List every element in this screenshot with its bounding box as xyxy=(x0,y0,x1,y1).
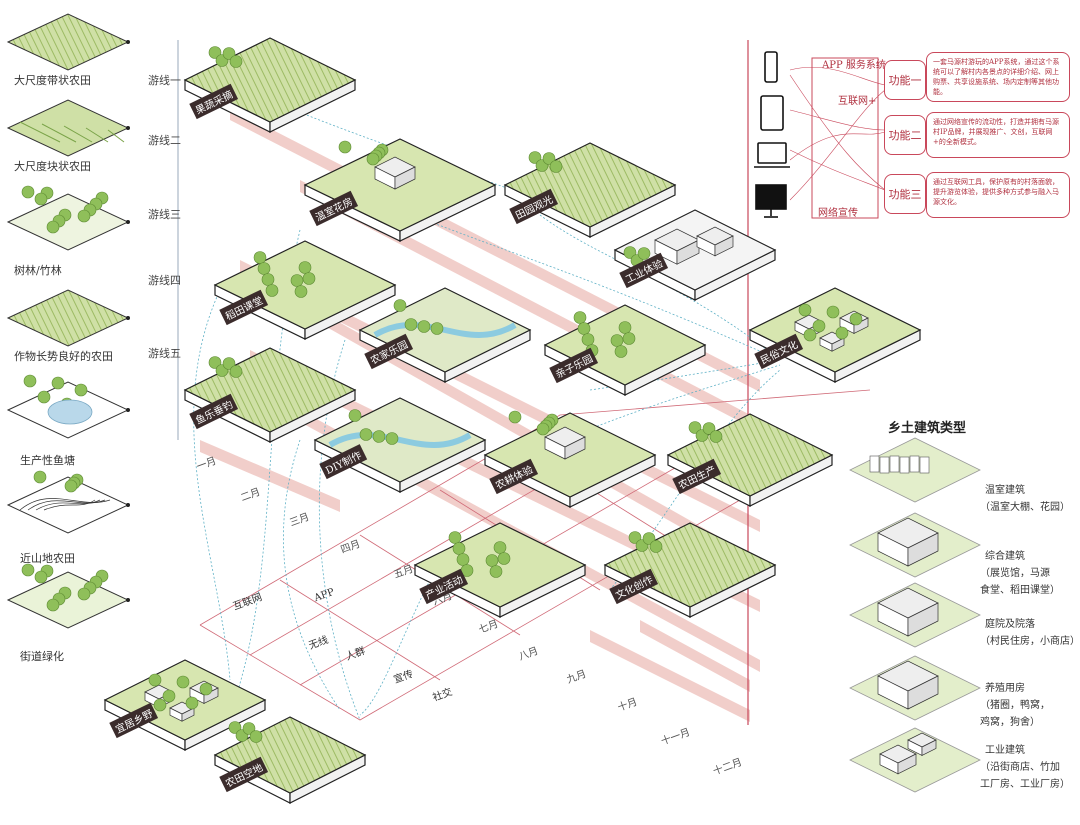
app-channel-label: APP 服务系统 xyxy=(822,60,886,71)
route-label: 游线五 xyxy=(148,347,181,360)
function-1-title: 功能一 xyxy=(884,60,926,100)
legend-label: 大尺度块状农田 xyxy=(14,160,91,173)
phone-icon xyxy=(764,51,778,83)
building-type-desc: （沿街商店、竹加 工厂房、工业厂房） xyxy=(980,762,1070,790)
legend-label: 树林/竹林 xyxy=(14,264,62,277)
legend-icon-fish-pond xyxy=(6,374,130,439)
function-3-text: 通过互联网工具，保护原有的村落面貌，提升游览体验，提供多种方式参与融入马源文化。 xyxy=(926,172,1070,218)
building-types-title: 乡土建筑类型 xyxy=(888,421,967,436)
legend-label: 近山地农田 xyxy=(20,552,75,565)
block-1 xyxy=(303,138,497,242)
tablet-icon xyxy=(760,95,784,131)
function-1-text: 一套马源村游玩的APP系统，通过这个系统可以了解村内各景点的详细介绍、网上购票、… xyxy=(926,52,1070,102)
monitor-icon xyxy=(755,184,787,218)
route-label: 游线二 xyxy=(148,134,181,147)
building-type-name: 温室建筑 xyxy=(985,485,1025,496)
building-type-desc: （猪圈，鸭窝， 鸡窝，狗舍） xyxy=(980,700,1050,728)
block-7 xyxy=(748,287,922,383)
block-12 xyxy=(413,522,587,618)
web-promotion-label: 网络宣传 xyxy=(818,208,858,219)
digital-arrows xyxy=(789,66,886,201)
function-2-title: 功能二 xyxy=(884,115,926,155)
legend-icon-good-crop-farmland xyxy=(6,289,130,347)
internet-channel-label: 互联网+ xyxy=(838,96,877,107)
building-type-icon xyxy=(849,655,981,721)
building-type-icon xyxy=(849,582,981,648)
building-type-desc: （村民住房，小商店） xyxy=(980,636,1080,647)
building-type-name: 综合建筑 xyxy=(985,551,1025,562)
legend-icon-strip-farmland xyxy=(6,13,130,71)
legend-label: 大尺度带状农田 xyxy=(14,74,91,87)
block-2 xyxy=(503,142,677,238)
route-label: 游线一 xyxy=(148,74,181,87)
building-type-icon xyxy=(849,727,981,793)
legend-icon-street-greening xyxy=(6,563,130,629)
building-type-desc: （展览馆，马源 食堂、稻田课堂） xyxy=(980,568,1060,596)
block-0 xyxy=(183,37,357,133)
building-type-icon xyxy=(849,512,981,578)
building-type-icon xyxy=(849,437,981,503)
route-label: 游线四 xyxy=(148,274,181,287)
route-label: 游线三 xyxy=(148,208,181,221)
building-type-icons xyxy=(849,437,981,793)
legend-icon-forest xyxy=(6,185,130,251)
legend-icon-block-farmland xyxy=(6,99,130,157)
function-3-title: 功能三 xyxy=(884,174,926,214)
building-type-name: 养殖用房 xyxy=(985,683,1025,694)
block-9 xyxy=(313,397,487,493)
building-type-desc: （温室大棚、花园） xyxy=(980,502,1070,513)
device-icons xyxy=(754,51,790,218)
building-type-name: 庭院及院落 xyxy=(985,619,1035,630)
function-2-text: 通过网络宣传的流动性，打造并拥有马源村IP品牌，并展现推广、文创，互联网+的全新… xyxy=(926,112,1070,158)
legend-label: 街道绿化 xyxy=(20,650,64,663)
legend-label: 生产性鱼塘 xyxy=(20,454,75,467)
block-15 xyxy=(213,716,367,804)
legend-label: 作物长势良好的农田 xyxy=(14,350,113,363)
function-blocks xyxy=(103,37,922,804)
block-4 xyxy=(358,287,532,383)
building-type-name: 工业建筑 xyxy=(985,745,1025,756)
app-channel-frame xyxy=(811,57,879,219)
legend-icon-hill-farmland xyxy=(6,470,130,534)
block-6 xyxy=(613,209,777,301)
laptop-icon xyxy=(754,142,790,168)
land-type-legend xyxy=(6,13,130,629)
